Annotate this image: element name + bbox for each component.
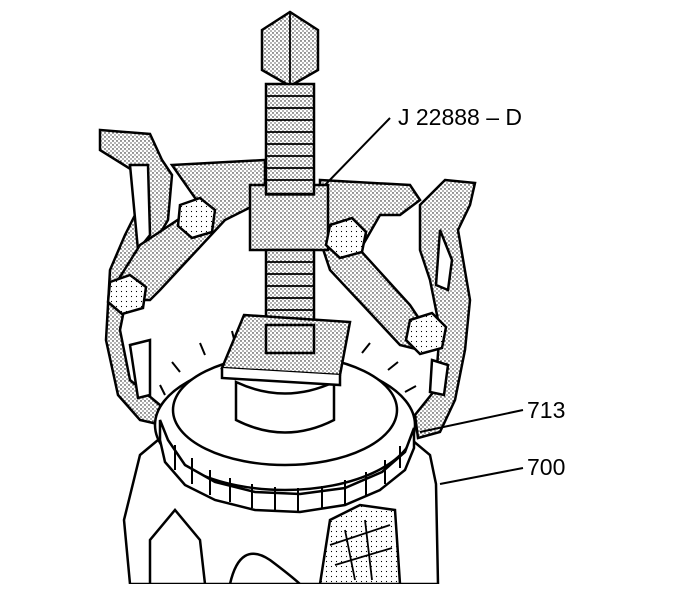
adapter-plate	[220, 313, 352, 387]
ring-callout-label: 713	[527, 397, 566, 423]
leader-lines	[324, 117, 524, 485]
tool-number-label: J 22888 – D	[398, 104, 523, 130]
housing-callout-label: 700	[527, 454, 566, 480]
forcing-screw	[260, 10, 320, 332]
right-jaw	[413, 178, 477, 440]
jaw-bolts	[106, 196, 448, 356]
